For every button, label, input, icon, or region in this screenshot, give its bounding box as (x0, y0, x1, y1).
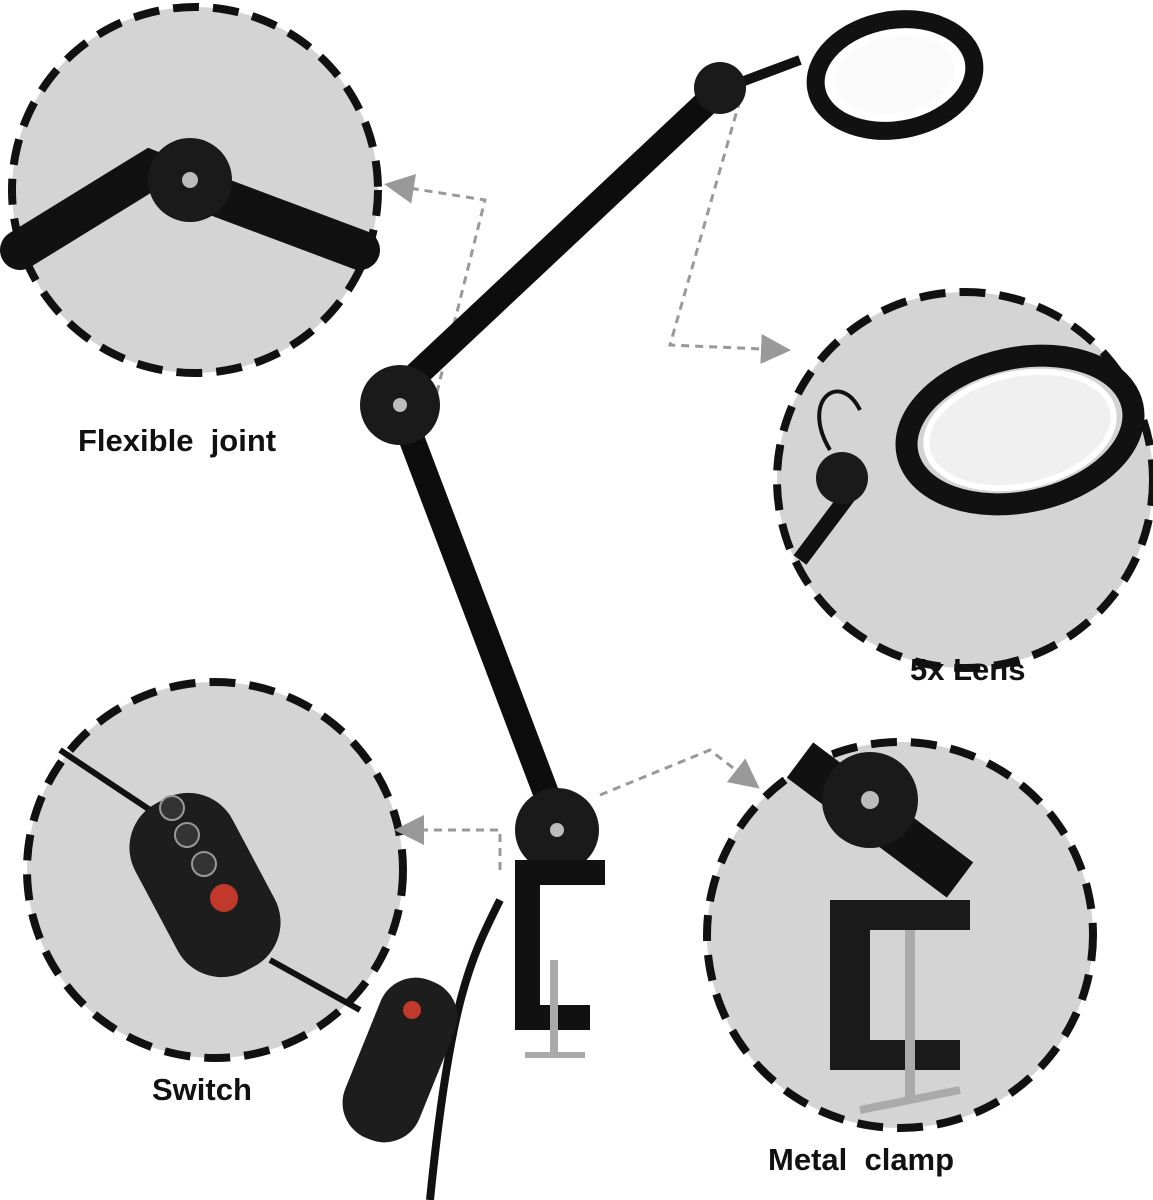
lens-label: 5x Lens (910, 652, 1026, 687)
switch-detail (23, 678, 407, 1062)
lens-detail (773, 288, 1153, 672)
switch-label: Switch (152, 1072, 252, 1107)
metal-clamp-detail (703, 738, 1097, 1132)
metal-clamp-label: Metal clamp (768, 1142, 955, 1177)
flexible-joint-label: Flexible joint (78, 423, 277, 458)
flexible-joint-detail (0, 3, 382, 377)
lamp (342, 10, 984, 1200)
